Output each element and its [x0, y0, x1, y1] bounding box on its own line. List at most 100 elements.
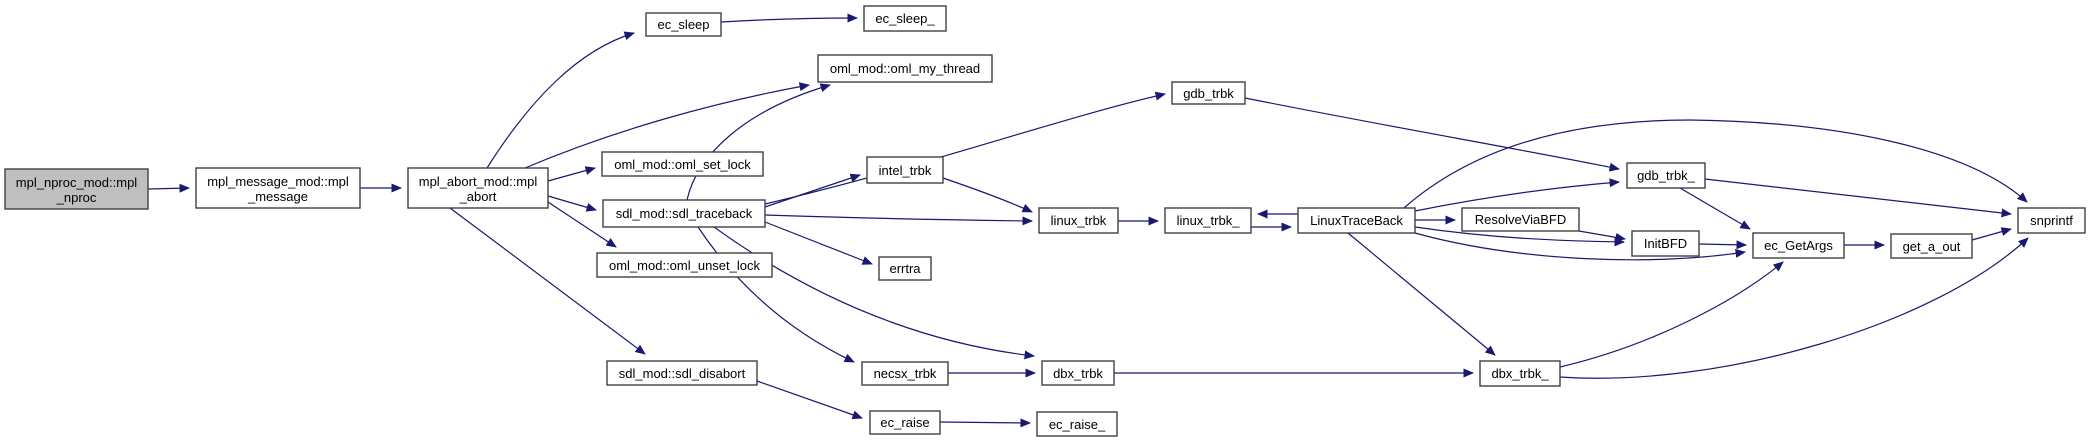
node-LinuxTraceBack[interactable]: LinuxTraceBack: [1297, 207, 1416, 234]
node-oml_unset_lock-box[interactable]: [596, 252, 773, 278]
edge-dbx_trbk_-ec_GetArgs: [1559, 261, 1784, 368]
edge-gdb_trbk_-ec_GetArgs: [1679, 187, 1751, 230]
node-dbx_trbk_-label: dbx_trbk_: [1491, 366, 1549, 381]
node-oml_my_thread[interactable]: oml_mod::oml_my_thread: [817, 54, 993, 83]
node-ec_raise-box[interactable]: [869, 410, 941, 435]
edges-layer: [147, 13, 2029, 428]
node-get_a_out-box[interactable]: [1890, 233, 1973, 259]
node-dbx_trbk[interactable]: dbx_trbk: [1041, 360, 1115, 386]
node-mpl_abort-label2: _abort: [459, 189, 497, 204]
node-ec_raise_-box[interactable]: [1036, 411, 1118, 437]
node-necsx_trbk-box[interactable]: [861, 361, 949, 386]
node-ec_raise_-label: ec_raise_: [1049, 417, 1106, 432]
node-mpl_abort-box[interactable]: [407, 167, 549, 209]
node-linux_trbk_[interactable]: linux_trbk_: [1164, 207, 1252, 234]
edge-ec_sleep-ec_sleep_: [720, 13, 858, 23]
node-InitBFD[interactable]: InitBFD: [1631, 230, 1700, 257]
node-ec_sleep[interactable]: ec_sleep: [645, 12, 722, 37]
node-sdl_traceback[interactable]: sdl_mod::sdl_traceback: [602, 199, 766, 228]
node-InitBFD-label: InitBFD: [1644, 236, 1687, 251]
edge-sdl_traceback-necsx_trbk: [697, 226, 855, 363]
edge-mpl_abort-oml_my_thread: [524, 82, 810, 169]
node-errtra[interactable]: errtra: [878, 256, 932, 281]
node-mpl_abort-label: mpl_abort_mod::mpl: [419, 174, 538, 189]
node-intel_trbk[interactable]: intel_trbk: [866, 156, 944, 184]
node-sdl_disabort-label: sdl_mod::sdl_disabort: [619, 366, 746, 381]
node-ec_sleep-box[interactable]: [645, 12, 722, 37]
node-ec_GetArgs-label: ec_GetArgs: [1764, 238, 1833, 253]
edge-sdl_disabort-ec_raise: [756, 380, 863, 420]
edge-intel_trbk-linux_trbk: [942, 177, 1033, 213]
node-mpl_message[interactable]: mpl_message_mod::mpl _message: [195, 167, 361, 209]
node-intel_trbk-label: intel_trbk: [879, 163, 932, 178]
node-oml_set_lock-box[interactable]: [601, 151, 764, 177]
edge-LinuxTraceBack-InitBFD: [1414, 226, 1625, 247]
edge-dbx_trbk_-snprintf: [1559, 237, 2029, 379]
node-InitBFD-box[interactable]: [1631, 230, 1700, 257]
edge-gdb_trbk-gdb_trbk_: [1244, 97, 1620, 172]
node-ResolveViaBFD-box[interactable]: [1461, 207, 1580, 232]
node-ec_raise[interactable]: ec_raise: [869, 410, 941, 435]
node-oml_my_thread-label: oml_mod::oml_my_thread: [830, 61, 980, 76]
node-linux_trbk-box[interactable]: [1038, 207, 1119, 234]
node-oml_unset_lock-label: oml_mod::oml_unset_lock: [609, 258, 761, 273]
edge-mpl_abort-oml_set_lock: [547, 166, 596, 182]
node-gdb_trbk[interactable]: gdb_trbk: [1171, 81, 1246, 105]
node-ec_raise_[interactable]: ec_raise_: [1036, 411, 1118, 437]
node-dbx_trbk_-box[interactable]: [1479, 360, 1561, 387]
edge-mpl_nproc-mpl_message: [147, 183, 190, 193]
node-linux_trbk-label: linux_trbk: [1051, 213, 1107, 228]
edge-sdl_traceback-intel_trbk: [764, 173, 861, 208]
edge-mpl_abort-sdl_disabort: [449, 207, 646, 355]
edge-sdl_traceback-oml_my_thread: [686, 83, 831, 201]
node-LinuxTraceBack-label: LinuxTraceBack: [1310, 213, 1403, 228]
node-mpl_message-label: mpl_message_mod::mpl: [207, 174, 349, 189]
edge-InitBFD-ec_GetArgs: [1698, 240, 1747, 250]
node-ec_sleep_-box[interactable]: [863, 5, 947, 32]
node-gdb_trbk_[interactable]: gdb_trbk_: [1626, 162, 1706, 189]
node-get_a_out[interactable]: get_a_out: [1890, 233, 1973, 259]
node-oml_unset_lock[interactable]: oml_mod::oml_unset_lock: [596, 252, 773, 278]
node-gdb_trbk_-box[interactable]: [1626, 162, 1706, 189]
node-mpl_nproc-label: mpl_nproc_mod::mpl: [16, 175, 137, 190]
node-gdb_trbk-label: gdb_trbk: [1183, 86, 1234, 101]
edge-LinuxTraceBack-gdb_trbk_: [1414, 178, 1620, 212]
node-necsx_trbk[interactable]: necsx_trbk: [861, 361, 949, 386]
node-sdl_traceback-box[interactable]: [602, 199, 766, 228]
node-ec_GetArgs-box[interactable]: [1752, 232, 1845, 259]
node-oml_set_lock[interactable]: oml_mod::oml_set_lock: [601, 151, 764, 177]
node-mpl_message-box[interactable]: [195, 167, 361, 209]
edge-LinuxTraceBack-dbx_trbk_: [1347, 232, 1496, 356]
node-linux_trbk_-box[interactable]: [1164, 207, 1252, 234]
node-oml_my_thread-box[interactable]: [817, 54, 993, 83]
node-sdl_disabort[interactable]: sdl_mod::sdl_disabort: [606, 360, 758, 386]
node-ec_sleep_-label: ec_sleep_: [875, 11, 935, 26]
node-dbx_trbk_[interactable]: dbx_trbk_: [1479, 360, 1561, 387]
node-snprintf-label: snprintf: [2030, 213, 2073, 228]
node-sdl_disabort-box[interactable]: [606, 360, 758, 386]
nodes-layer: mpl_nproc_mod::mpl _nproc mpl_message_mo…: [4, 5, 2086, 437]
node-linux_trbk[interactable]: linux_trbk: [1038, 207, 1119, 234]
edge-mpl_abort-sdl_traceback: [547, 195, 597, 212]
node-mpl_message-label2: _message: [247, 189, 308, 204]
edge-ec_raise-ec_raise_: [939, 418, 1031, 428]
node-snprintf[interactable]: snprintf: [2017, 207, 2086, 234]
edge-sdl_traceback-dbx_trbk: [713, 226, 1035, 360]
node-intel_trbk-box[interactable]: [866, 156, 944, 184]
node-ResolveViaBFD[interactable]: ResolveViaBFD: [1461, 207, 1580, 232]
node-mpl_nproc-label2: _nproc: [56, 190, 97, 205]
node-sdl_traceback-label: sdl_mod::sdl_traceback: [616, 206, 753, 221]
node-errtra-box[interactable]: [878, 256, 932, 281]
edge-ResolveViaBFD-InitBFD: [1578, 230, 1626, 242]
node-ec_GetArgs[interactable]: ec_GetArgs: [1752, 232, 1845, 259]
node-gdb_trbk-box[interactable]: [1171, 81, 1246, 105]
node-mpl_abort[interactable]: mpl_abort_mod::mpl _abort: [407, 167, 549, 209]
node-ec_raise-label: ec_raise: [880, 415, 929, 430]
edge-gdb_trbk_-snprintf: [1704, 178, 2012, 218]
node-ec_sleep_[interactable]: ec_sleep_: [863, 5, 947, 32]
node-dbx_trbk-box[interactable]: [1041, 360, 1115, 386]
node-LinuxTraceBack-box[interactable]: [1297, 207, 1416, 234]
node-snprintf-box[interactable]: [2017, 207, 2086, 234]
edge-sdl_traceback-errtra: [764, 221, 873, 265]
